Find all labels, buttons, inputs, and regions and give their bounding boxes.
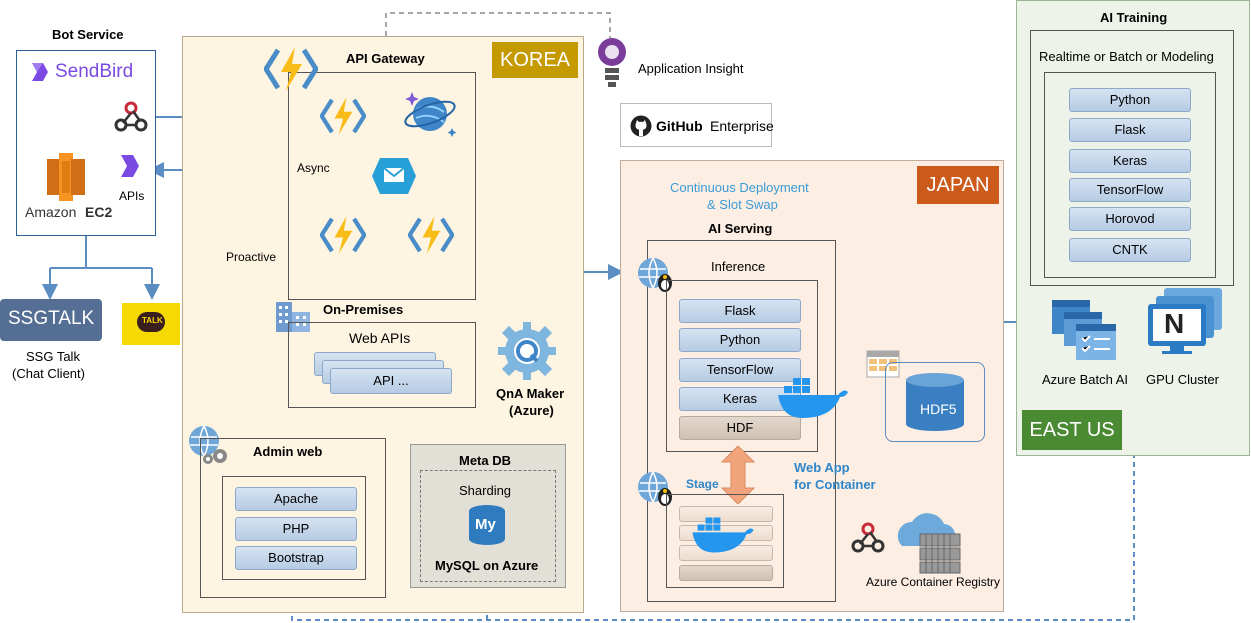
github-icon — [630, 115, 652, 142]
cosmos-db-icon — [402, 88, 460, 145]
korea-tag: KOREA — [492, 42, 578, 78]
training-stack-flask: Flask — [1069, 118, 1191, 142]
web-api-card: API ... — [330, 368, 452, 394]
slot-swap-label: & Slot Swap — [707, 197, 778, 212]
batch-ai-icon — [1052, 298, 1118, 367]
enterprise-label: Enterprise — [710, 118, 774, 134]
gpu-cluster-label: GPU Cluster — [1146, 372, 1219, 387]
cd-label: Continuous Deployment — [670, 180, 809, 195]
web-app-label: Web App — [794, 460, 850, 475]
training-stack-keras: Keras — [1069, 149, 1191, 173]
admin-stack-php: PHP — [235, 517, 357, 541]
gpu-cluster-icon: N — [1146, 288, 1226, 361]
qna-maker-icon — [498, 322, 556, 385]
sharding-label: Sharding — [459, 483, 512, 498]
ssgtalk-logo: SSGTALK — [0, 299, 102, 341]
application-insight-icon — [596, 36, 628, 95]
ai-serving-label: AI Serving — [708, 221, 773, 236]
acr-label: Azure Container Registry — [866, 575, 1001, 589]
meta-db-label: Meta DB — [459, 453, 512, 468]
proactive-label: Proactive — [226, 250, 277, 264]
training-modes-label: Realtime or Batch or Modeling — [1039, 49, 1214, 64]
training-stack-cntk: CNTK — [1069, 238, 1191, 262]
github-label: GitHub — [656, 118, 703, 134]
container-registry-icon — [892, 510, 964, 579]
inference-label: Inference — [711, 259, 766, 274]
ai-training-label: AI Training — [1100, 10, 1168, 25]
aws-ec2-icon — [47, 153, 85, 206]
hdf5-label: HDF5 — [920, 401, 957, 417]
inference-webapp-icon — [636, 256, 676, 299]
dispatch-function-icon — [407, 214, 455, 261]
hdf5-box — [885, 362, 985, 442]
table-icon — [866, 350, 900, 383]
training-stack-python: Python — [1069, 88, 1191, 112]
web-apis-box — [288, 322, 476, 408]
ai-serving-box — [647, 240, 836, 602]
inference-stack-tensorflow: TensorFlow — [679, 358, 801, 382]
kakaotalk-logo: TALK — [122, 303, 180, 345]
kakao-logo-text: TALK — [142, 316, 163, 325]
async-label: Async — [297, 161, 330, 175]
hdf5-storage-icon — [904, 372, 966, 432]
async-function-icon — [319, 95, 367, 142]
apis-icon — [119, 153, 141, 184]
amazon-label: Amazon — [25, 204, 77, 220]
github-enterprise-box: GitHub Enterprise — [620, 103, 774, 147]
east-us-tag: EAST US — [1022, 410, 1122, 450]
training-stack-tensorflow: TensorFlow — [1069, 178, 1191, 202]
sendbird-label: SendBird — [55, 61, 134, 82]
stage-label: Stage — [686, 477, 719, 491]
webhook-icon — [113, 99, 149, 140]
admin-stack-box — [222, 476, 366, 580]
stage-webapp-icon — [636, 470, 676, 513]
sendbird-icon — [32, 63, 48, 81]
registry-webhook-icon — [850, 520, 886, 561]
training-stack-box — [1044, 72, 1216, 278]
inference-stack-python: Python — [679, 328, 801, 352]
admin-web-icon — [186, 424, 230, 471]
api-gateway-label: API Gateway — [346, 51, 425, 66]
ssgtalk-logo-text: SSGTALK — [8, 308, 95, 329]
qna-maker-label: QnA Maker — [496, 386, 565, 401]
proactive-function-icon — [319, 214, 367, 261]
stage-slot-1 — [679, 506, 773, 522]
admin-stack-bootstrap: Bootstrap — [235, 546, 357, 570]
inference-stack-flask: Flask — [679, 299, 801, 323]
chat-client-label: (Chat Client) — [12, 366, 85, 381]
japan-tag: JAPAN — [917, 166, 999, 204]
application-insight-label: Application Insight — [638, 61, 744, 76]
on-premises-label: On-Premises — [323, 302, 404, 317]
for-container-label: for Container — [794, 477, 876, 492]
mysql-logo-text: My — [475, 516, 496, 533]
slot-swap-arrow — [720, 445, 756, 509]
sharding-box — [420, 470, 556, 582]
gpu-logo-text: N — [1164, 308, 1185, 339]
queue-icon — [370, 156, 418, 201]
qna-maker-azure-label: (Azure) — [509, 403, 554, 418]
bot-service-title: Bot Service — [52, 27, 124, 42]
batch-ai-label: Azure Batch AI — [1042, 372, 1128, 387]
admin-web-box — [200, 438, 386, 598]
ssg-talk-label: SSG Talk — [26, 349, 80, 364]
stage-slot-4 — [679, 565, 773, 581]
docker-icon — [776, 374, 850, 427]
api-gateway-box — [288, 72, 476, 300]
bot-service-box: SendBird APIs Amazon EC2 — [16, 50, 156, 236]
sendbird-logo — [29, 61, 51, 88]
mysql-db-icon: My — [469, 505, 505, 545]
mysql-label: MySQL on Azure — [435, 558, 539, 573]
ec2-label: EC2 — [85, 204, 113, 220]
stage-docker-icon — [690, 514, 756, 561]
web-apis-label: Web APIs — [349, 330, 411, 346]
training-modes-box — [1030, 30, 1234, 286]
admin-web-label: Admin web — [253, 444, 323, 459]
admin-stack-apache: Apache — [235, 487, 357, 511]
stage-box — [666, 494, 784, 588]
training-stack-horovod: Horovod — [1069, 207, 1191, 231]
apis-label: APIs — [119, 189, 145, 203]
insight-connector — [385, 12, 611, 38]
gateway-function-icon — [263, 46, 319, 97]
inference-stack-hdf: HDF — [679, 416, 801, 440]
